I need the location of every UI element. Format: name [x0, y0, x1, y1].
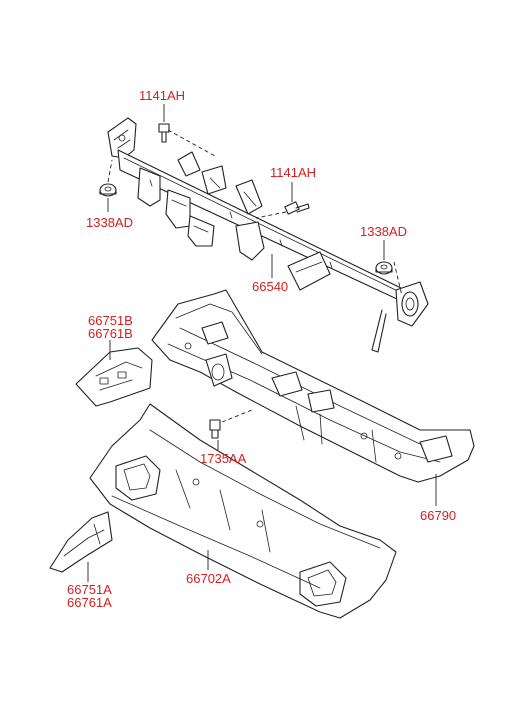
grommet	[209, 419, 221, 439]
side-bracket-lower-part	[49, 511, 113, 573]
label-dash-panel: 66702A	[186, 571, 231, 586]
label-side-bracket-upper-1: 66751B	[88, 313, 133, 328]
crossmember-part	[107, 117, 429, 353]
dash-panel-part	[89, 403, 397, 619]
label-bolt-right: 1141AH	[270, 165, 316, 180]
label-nut-left: 1338AD	[86, 215, 133, 230]
label-cowl-top-panel: 66790	[420, 508, 456, 523]
nut-right	[375, 261, 393, 275]
label-side-bracket-lower-1: 66751A	[67, 582, 112, 597]
label-grommet: 1735AA	[200, 451, 247, 466]
cowl-top-panel-part	[151, 289, 475, 483]
bolt-right	[284, 201, 310, 215]
side-bracket-upper-part	[75, 347, 153, 407]
bolt-top	[158, 123, 170, 143]
nut-left	[99, 183, 117, 197]
label-crossmember: 66540	[252, 279, 288, 294]
label-side-bracket-upper-2: 66761B	[88, 326, 133, 341]
label-side-bracket-lower-2: 66761A	[67, 595, 112, 610]
label-bolt-top: 1141AH	[139, 88, 185, 103]
label-nut-right: 1338AD	[360, 224, 407, 239]
